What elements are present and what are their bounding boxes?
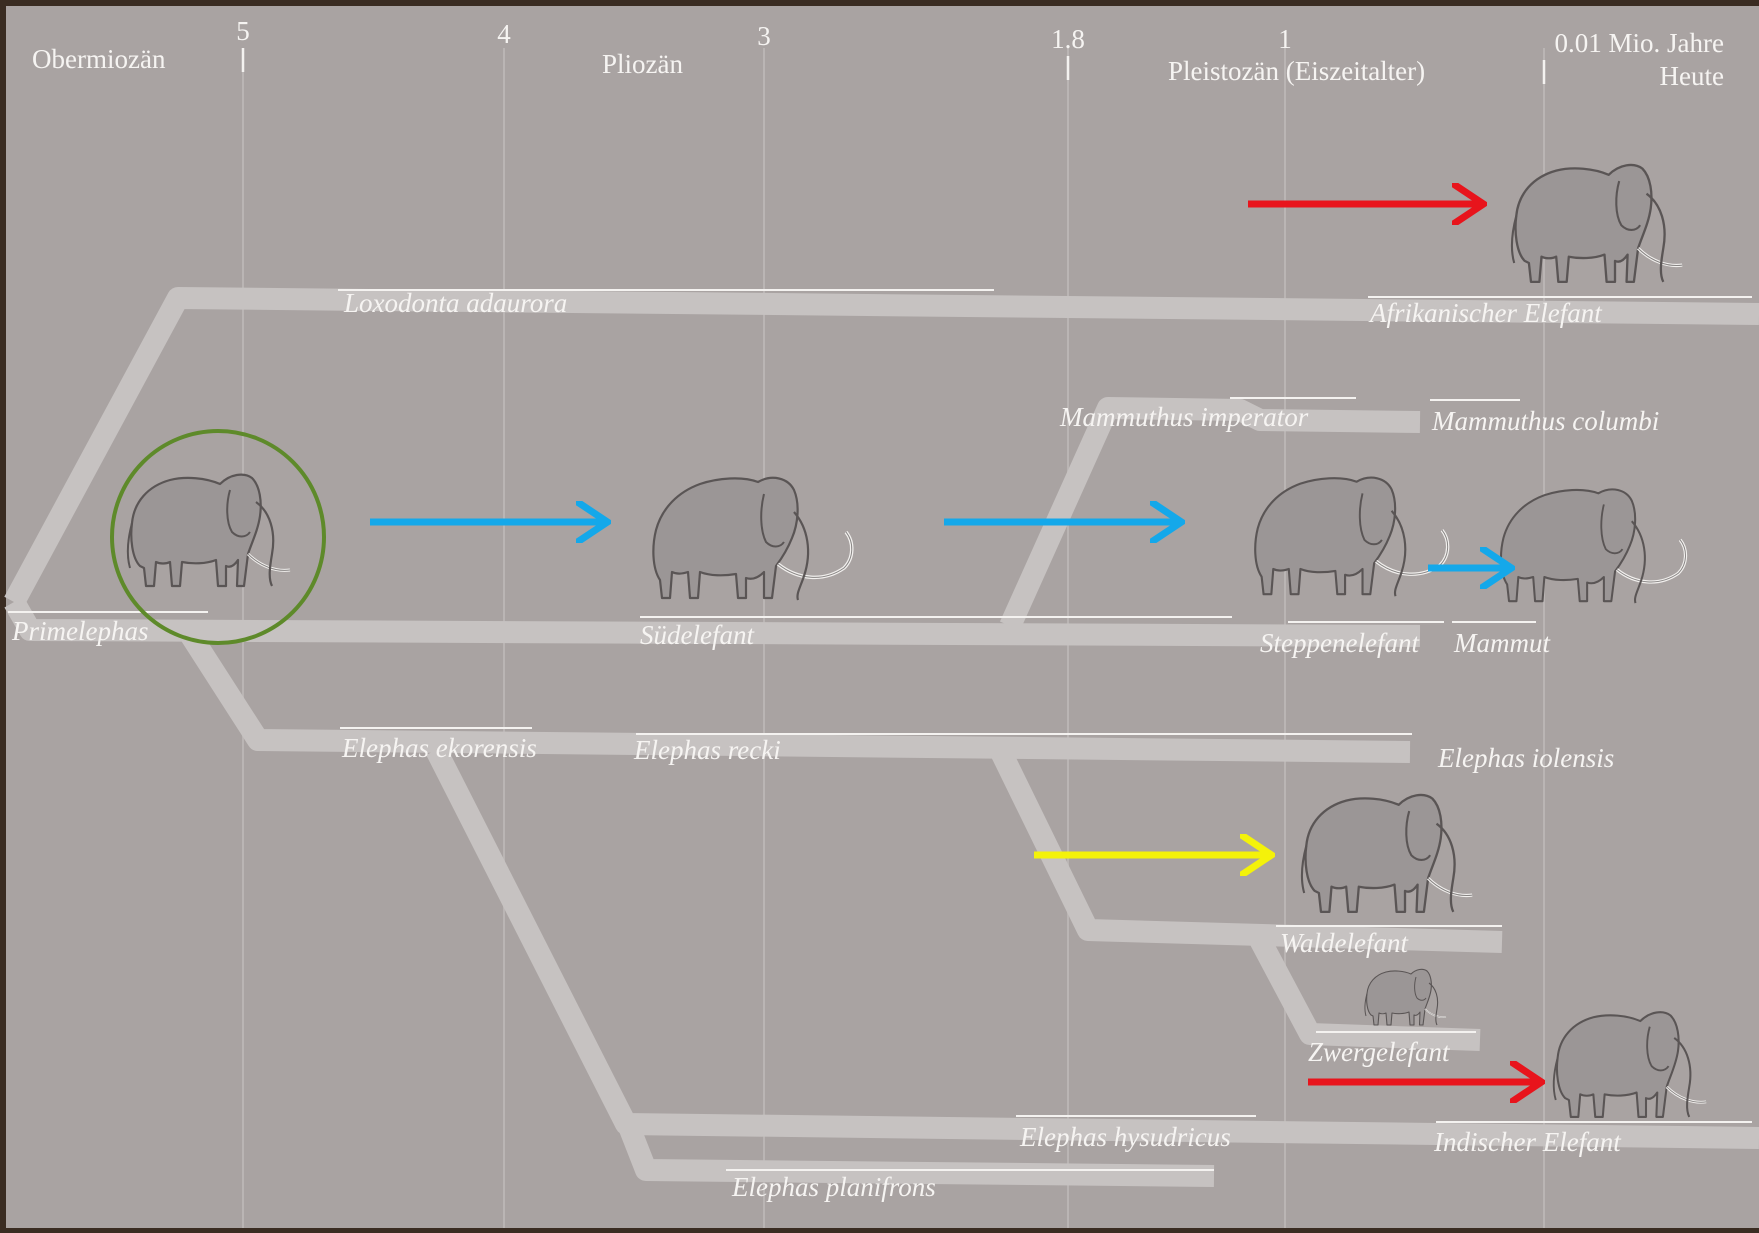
species-label: Elephas ekorensis — [341, 733, 537, 763]
species-label: Elephas iolensis — [1437, 743, 1614, 773]
species-label: Mammuthus imperator — [1059, 402, 1309, 432]
species-label: Mammuthus columbi — [1431, 406, 1659, 436]
tick-label: 1 — [1278, 24, 1292, 54]
species-label: Elephas planifrons — [731, 1172, 936, 1202]
species-label: Primelephas — [11, 616, 148, 646]
tick-label: 5 — [236, 16, 250, 46]
present-label: Heute — [1660, 61, 1724, 91]
species-label: Waldelefant — [1280, 928, 1409, 958]
species-label: Elephas hysudricus — [1019, 1122, 1231, 1152]
species-label: Steppenelefant — [1260, 628, 1420, 658]
species-label: Loxodonta adaurora — [343, 288, 567, 318]
tick-label: 4 — [497, 19, 511, 49]
tick-label: 0.01 Mio. Jahre — [1555, 28, 1724, 58]
tick-label: 3 — [757, 21, 771, 51]
species-label: Elephas recki — [633, 735, 781, 765]
era-label: Obermiozän — [32, 44, 166, 74]
species-label: Indischer Elefant — [1433, 1127, 1622, 1157]
era-label: Pleistozän (Eiszeitalter) — [1168, 56, 1425, 86]
species-label: Zwergelefant — [1308, 1037, 1451, 1067]
species-label: Mammut — [1453, 628, 1551, 658]
species-label: Südelefant — [640, 620, 755, 650]
tick-label: 1.8 — [1051, 24, 1085, 54]
era-label: Pliozän — [602, 49, 683, 79]
species-label: Afrikanischer Elefant — [1368, 298, 1603, 328]
